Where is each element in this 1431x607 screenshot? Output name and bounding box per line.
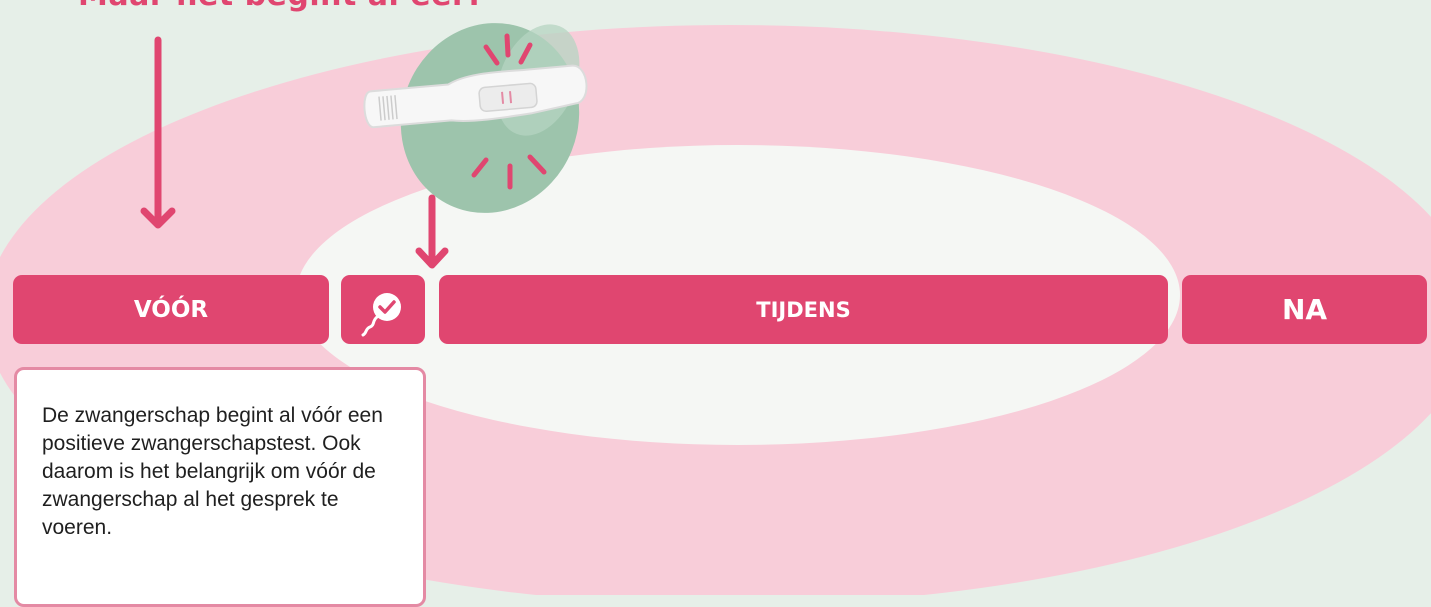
arrow-down-left (140, 36, 176, 229)
stage-na: NA (1182, 275, 1427, 344)
stage-na-label: NA (1281, 293, 1328, 326)
sperm-check-icon (361, 292, 401, 336)
description-box: De zwangerschap begint al vóór een posit… (14, 367, 426, 607)
heading: Maar het begint al eer! (78, 0, 481, 13)
stage-tijdens-label: TIJDENS (756, 297, 851, 322)
stage-tijdens: TIJDENS (439, 275, 1168, 344)
pregnancy-test-icon (363, 64, 588, 129)
burst-lines (471, 33, 547, 190)
stage-voor: VÓÓR (13, 275, 329, 344)
stage-conception (341, 275, 425, 344)
stage-voor-label: VÓÓR (133, 296, 209, 323)
arrow-down-test (415, 194, 449, 269)
description-text: De zwangerschap begint al vóór een posit… (42, 404, 383, 539)
